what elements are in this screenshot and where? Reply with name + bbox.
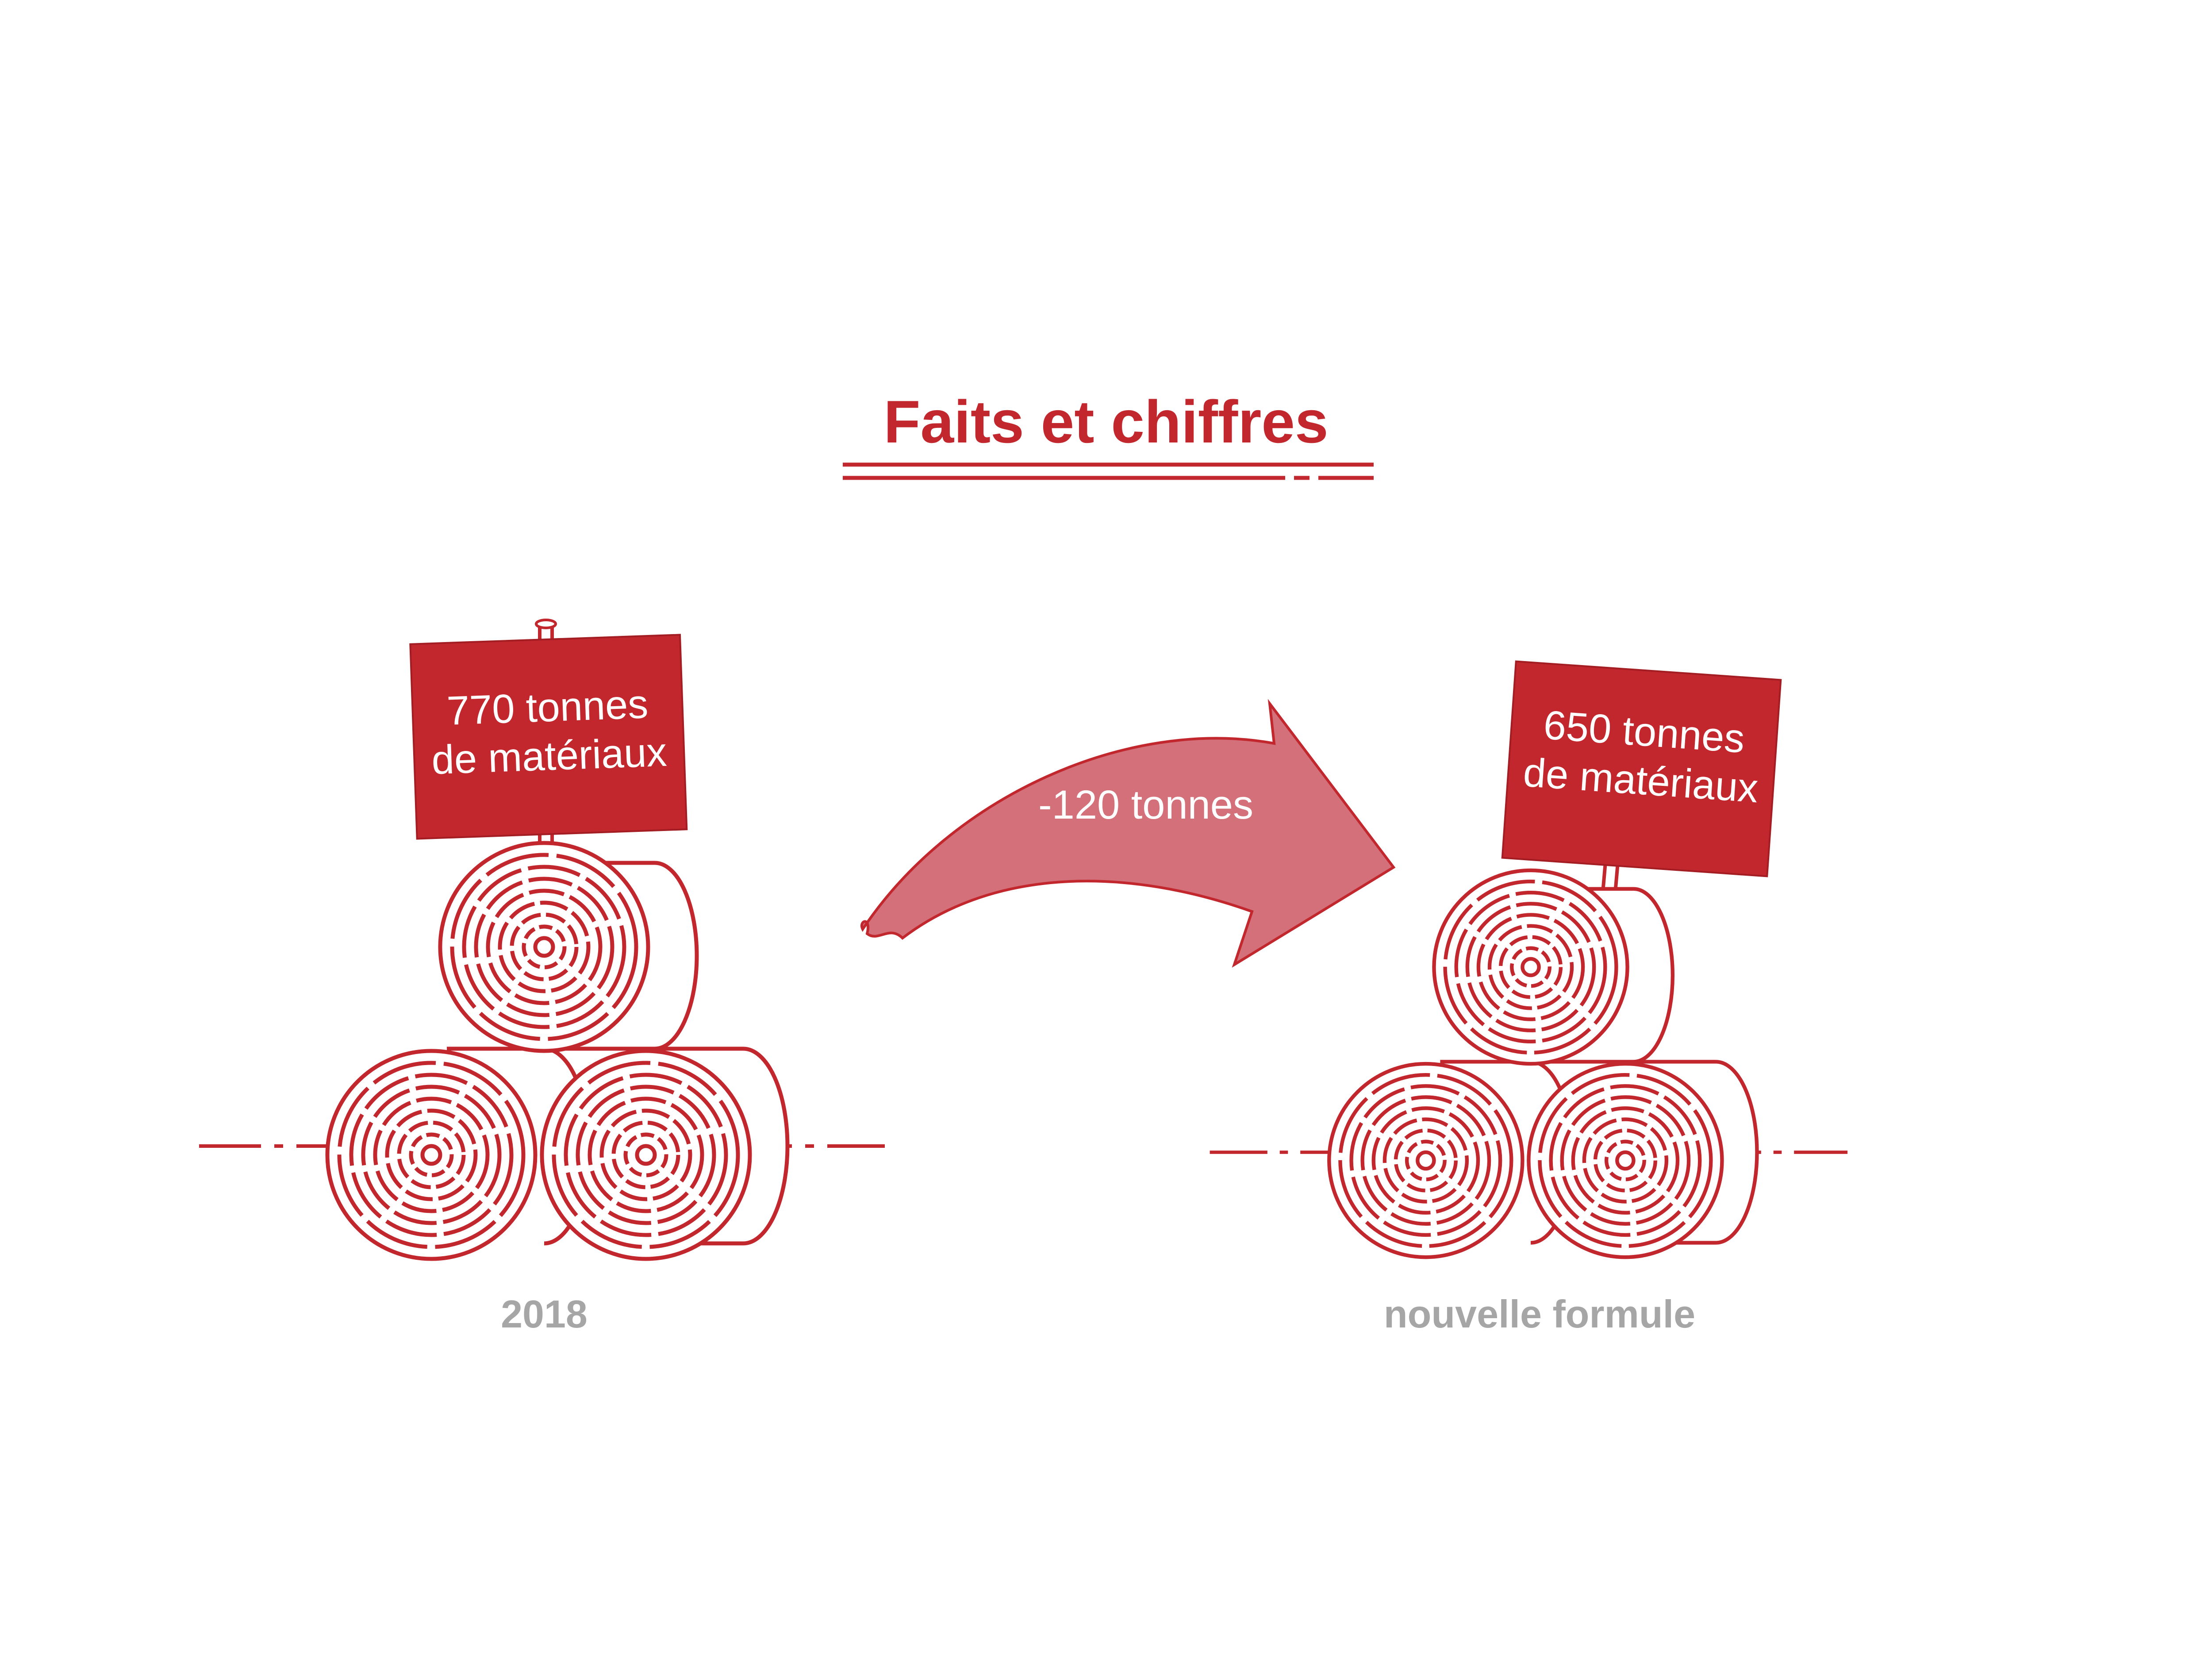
right-sign: 650 tonnes de matériaux xyxy=(1501,660,1782,877)
hay-bale-stack-icon xyxy=(199,843,885,1259)
right-caption: nouvelle formule xyxy=(1384,1292,1695,1336)
title-underline xyxy=(843,462,1374,480)
left-bale-stack: 770 tonnes de matériaux 2018 xyxy=(199,619,885,1336)
right-bale-stack: 650 tonnes de matériaux nouvelle formule xyxy=(1210,660,1848,1336)
left-sign-line1: 770 tonnes xyxy=(446,681,649,734)
left-sign-line2: de matériaux xyxy=(431,730,668,783)
left-caption: 2018 xyxy=(501,1292,588,1336)
left-sign: 770 tonnes de matériaux xyxy=(409,634,688,840)
page-title: Faits et chiffres xyxy=(883,388,1328,455)
curved-arrow-icon: -120 tonnes xyxy=(860,699,1396,968)
arrow-label: -120 tonnes xyxy=(1038,782,1253,827)
hay-bale-stack-icon xyxy=(1210,870,1848,1257)
